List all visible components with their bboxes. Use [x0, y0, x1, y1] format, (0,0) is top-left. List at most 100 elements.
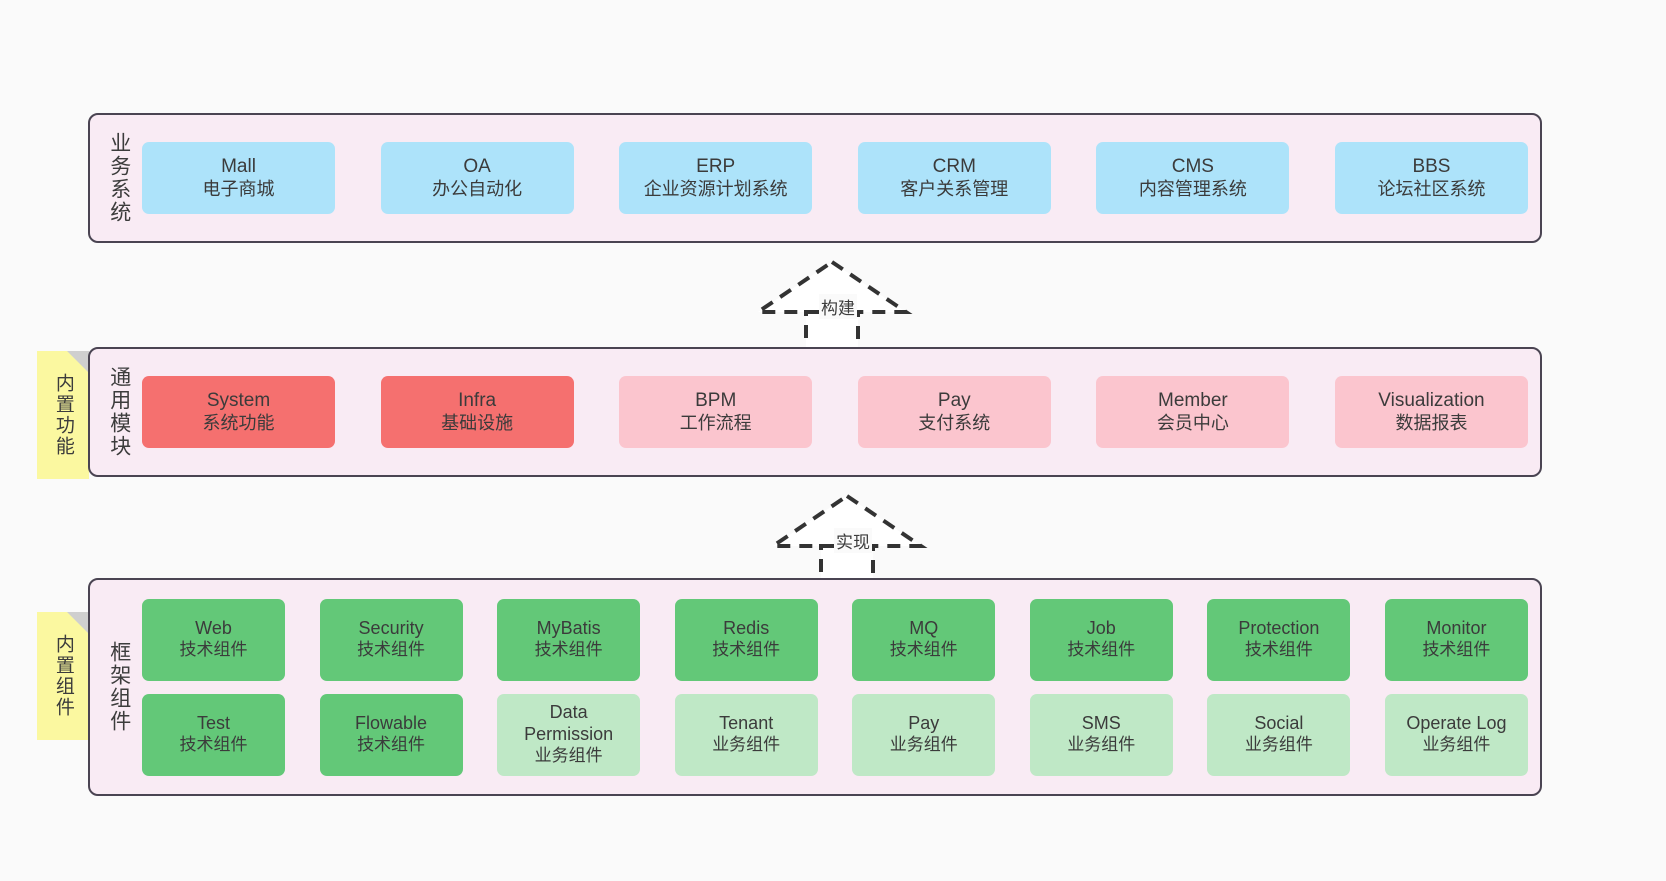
- card-title-en: OA: [463, 156, 491, 178]
- sticky-note-builtin-functions: 内置功能: [37, 351, 89, 479]
- card-title-en: CRM: [932, 156, 976, 178]
- layer-title-framework-components: 框架组件: [107, 641, 131, 733]
- card-subtitle-zh: 会员中心: [1156, 412, 1229, 433]
- sticky-note-label-builtin-components: 内置组件: [52, 634, 74, 718]
- card-subtitle-zh: 内容管理系统: [1138, 178, 1247, 199]
- card-subtitle-zh: 技术组件: [534, 640, 603, 660]
- card-subtitle-zh: 技术组件: [889, 640, 958, 660]
- card-title-en: Security: [358, 618, 424, 639]
- card-title-en: Tenant: [719, 713, 774, 734]
- card-subtitle-zh: 技术组件: [1244, 640, 1313, 660]
- card-title-en: Job: [1086, 618, 1116, 639]
- card-subtitle-zh: 电子商城: [202, 178, 275, 199]
- card-title-en: Redis: [723, 618, 770, 639]
- card-title-en: SMS: [1081, 713, 1121, 734]
- card-subtitle-zh: 工作流程: [679, 412, 752, 433]
- card-title-en: Member: [1158, 390, 1228, 412]
- card-subtitle-zh: 办公自动化: [432, 178, 523, 199]
- card-subtitle-zh: 数据报表: [1395, 412, 1468, 433]
- card-title-en: MQ: [909, 618, 939, 639]
- card-subtitle-zh: 论坛社区系统: [1377, 178, 1486, 199]
- card-title-en: Operate Log: [1406, 713, 1507, 734]
- card-title-en: Visualization: [1378, 390, 1485, 412]
- card-title-en: Social: [1254, 713, 1304, 734]
- sticky-note-label-builtin-functions: 内置功能: [52, 373, 74, 457]
- card-subtitle-zh: 技术组件: [357, 735, 426, 755]
- card-subtitle-zh: 技术组件: [1067, 640, 1136, 660]
- card-subtitle-zh: 技术组件: [357, 640, 426, 660]
- card-title-en: BBS: [1412, 156, 1451, 178]
- card-title-en: BPM: [695, 390, 737, 412]
- card-title-en: Flowable: [355, 713, 428, 734]
- card-title-en: Web: [195, 618, 232, 639]
- card-title-en: Data Permission: [524, 702, 614, 745]
- generalization-arrow-build: 构建: [751, 258, 913, 352]
- card-title-en: Test: [196, 713, 230, 734]
- layer-title-common-modules: 通用模块: [107, 366, 131, 458]
- note-fold-corner-icon: [67, 351, 89, 373]
- card-subtitle-zh: 业务组件: [889, 735, 958, 755]
- card-subtitle-zh: 系统功能: [202, 412, 275, 433]
- card-subtitle-zh: 业务组件: [1067, 735, 1136, 755]
- generalization-arrow-implement: 实现: [766, 492, 928, 586]
- connector-label-implement: 实现: [834, 528, 872, 553]
- card-subtitle-zh: 业务组件: [712, 735, 781, 755]
- card-subtitle-zh: 技术组件: [179, 640, 248, 660]
- card-title-en: System: [206, 390, 271, 412]
- card-subtitle-zh: 基础设施: [441, 412, 514, 433]
- card-subtitle-zh: 技术组件: [712, 640, 781, 660]
- card-subtitle-zh: 客户关系管理: [900, 178, 1009, 199]
- card-title-en: Pay: [937, 390, 971, 412]
- card-title-en: Infra: [458, 390, 497, 412]
- card-subtitle-zh: 企业资源计划系统: [643, 178, 788, 199]
- card-title-en: Mall: [221, 156, 256, 178]
- card-title-en: Monitor: [1426, 618, 1487, 639]
- card-title-en: Pay: [908, 713, 940, 734]
- sticky-note-builtin-components: 内置组件: [37, 612, 89, 740]
- card-title-en: MyBatis: [536, 618, 601, 639]
- card-subtitle-zh: 业务组件: [1422, 735, 1491, 755]
- connector-label-build: 构建: [819, 294, 857, 319]
- card-subtitle-zh: 业务组件: [534, 746, 603, 766]
- card-subtitle-zh: 支付系统: [918, 412, 991, 433]
- card-subtitle-zh: 技术组件: [1422, 640, 1491, 660]
- card-title-en: Protection: [1238, 618, 1320, 639]
- layer-title-business-systems: 业务系统: [107, 132, 131, 224]
